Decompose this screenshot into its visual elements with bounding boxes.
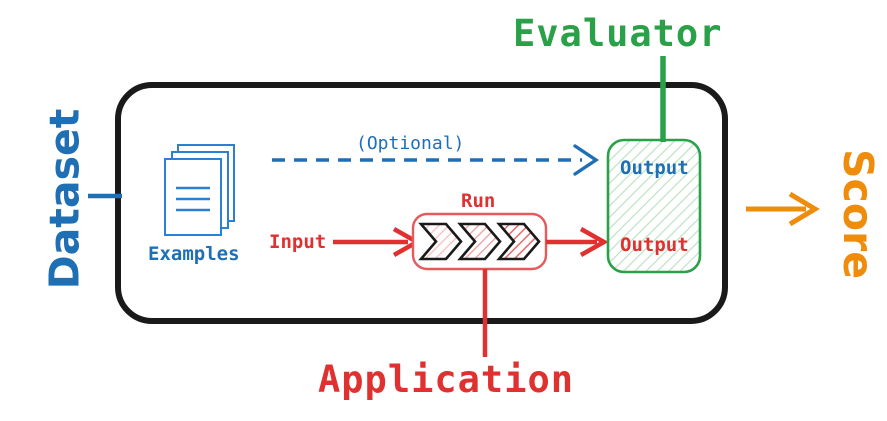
run-output-arrow <box>546 227 609 257</box>
dataset-label: Dataset <box>40 108 89 290</box>
run-label: Run <box>461 190 496 212</box>
triple-chevron-icon <box>418 222 541 261</box>
evaluator-label: Evaluator <box>513 12 723 55</box>
application-label: Application <box>318 358 575 401</box>
experiment-container <box>115 82 728 324</box>
examples-label: Examples <box>148 243 240 265</box>
score-label: Score <box>834 148 883 280</box>
optional-arrow <box>272 144 600 176</box>
input-label: Input <box>269 231 327 253</box>
output-prediction-label: Output <box>620 234 689 256</box>
score-arrow <box>746 191 820 227</box>
evaluator-box <box>606 138 702 274</box>
examples-icon <box>164 144 235 236</box>
output-reference-label: Output <box>620 157 689 179</box>
optional-label: (Optional) <box>356 133 465 154</box>
